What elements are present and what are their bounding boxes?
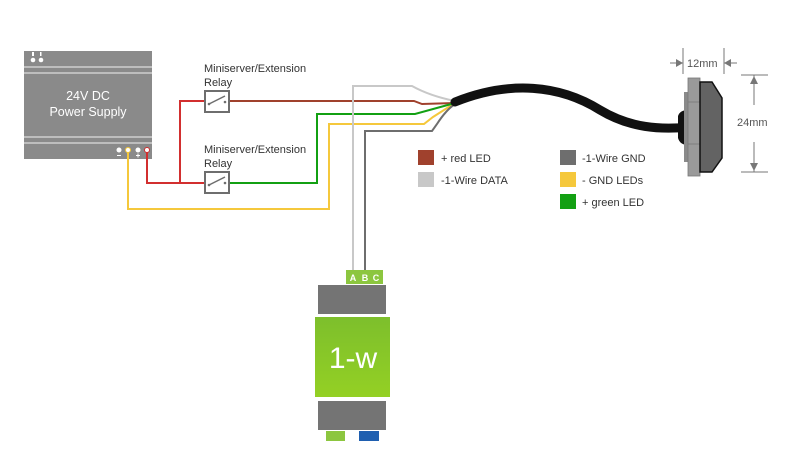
legend-swatch-green-led xyxy=(560,194,576,209)
extension-connector-blue xyxy=(359,431,379,441)
legend-swatch-1wire-gnd xyxy=(560,150,576,165)
terminal-b-label: B xyxy=(362,273,369,283)
psu-terminal-minus-1 xyxy=(116,147,122,153)
legend-label-1wire-data: -1-Wire DATA xyxy=(441,175,508,187)
relay-2-label-line1: Miniserver/Extension xyxy=(204,144,306,156)
legend-label-gnd-leds: - GND LEDs xyxy=(582,175,644,187)
wire-psu-positive xyxy=(146,152,205,184)
wire-psu-positive-branch xyxy=(179,100,205,183)
dimension-height: 24mm xyxy=(737,74,768,173)
legend-label-red-led: + red LED xyxy=(441,153,491,165)
relay-1-label-line1: Miniserver/Extension xyxy=(204,63,306,75)
wire-1wire-data xyxy=(352,85,456,272)
terminal-c-label: C xyxy=(373,273,380,283)
psu-terminal-n xyxy=(30,57,36,63)
one-wire-extension: A B C 1-w xyxy=(315,270,390,441)
extension-terminal-block xyxy=(346,270,383,284)
terminal-a-label: A xyxy=(350,273,357,283)
sensor-width-label: 12mm xyxy=(687,58,718,70)
legend-label-green-led: + green LED xyxy=(582,197,644,209)
relay-2: Miniserver/Extension Relay xyxy=(204,144,306,194)
power-supply: 24V DC Power Supply xyxy=(24,51,152,159)
relay-1: Miniserver/Extension Relay xyxy=(204,63,306,113)
sensor xyxy=(678,77,723,177)
relay-2-label-line2: Relay xyxy=(204,158,233,170)
sensor-cable xyxy=(450,83,695,133)
legend-swatch-red-led xyxy=(418,150,434,165)
psu-label-line2: Power Supply xyxy=(49,105,127,119)
psu-terminal-plus-1 xyxy=(135,147,141,153)
psu-terminal-l xyxy=(38,57,44,63)
wire-red-led xyxy=(230,100,456,106)
dimension-width: 12mm xyxy=(670,48,737,74)
legend: + red LED -1-Wire DATA -1-Wire GND - GND… xyxy=(418,150,646,209)
relay-1-label-line2: Relay xyxy=(204,77,233,89)
legend-swatch-1wire-data xyxy=(418,172,434,187)
extension-body xyxy=(315,317,390,397)
wires xyxy=(127,83,695,272)
wire-gnd-leds xyxy=(127,102,456,210)
legend-label-1wire-gnd: -1-Wire GND xyxy=(582,153,646,165)
psu-label-line1: 24V DC xyxy=(66,89,110,103)
extension-label: 1-w xyxy=(329,342,378,375)
legend-swatch-gnd-leds xyxy=(560,172,576,187)
sensor-height-label: 24mm xyxy=(737,117,768,129)
wire-1wire-gnd xyxy=(364,103,456,272)
wire-green-led xyxy=(230,102,456,184)
psu-terminal-minus-2 xyxy=(125,147,131,153)
psu-terminal-plus-2 xyxy=(144,147,150,153)
extension-connector-green xyxy=(326,431,345,441)
